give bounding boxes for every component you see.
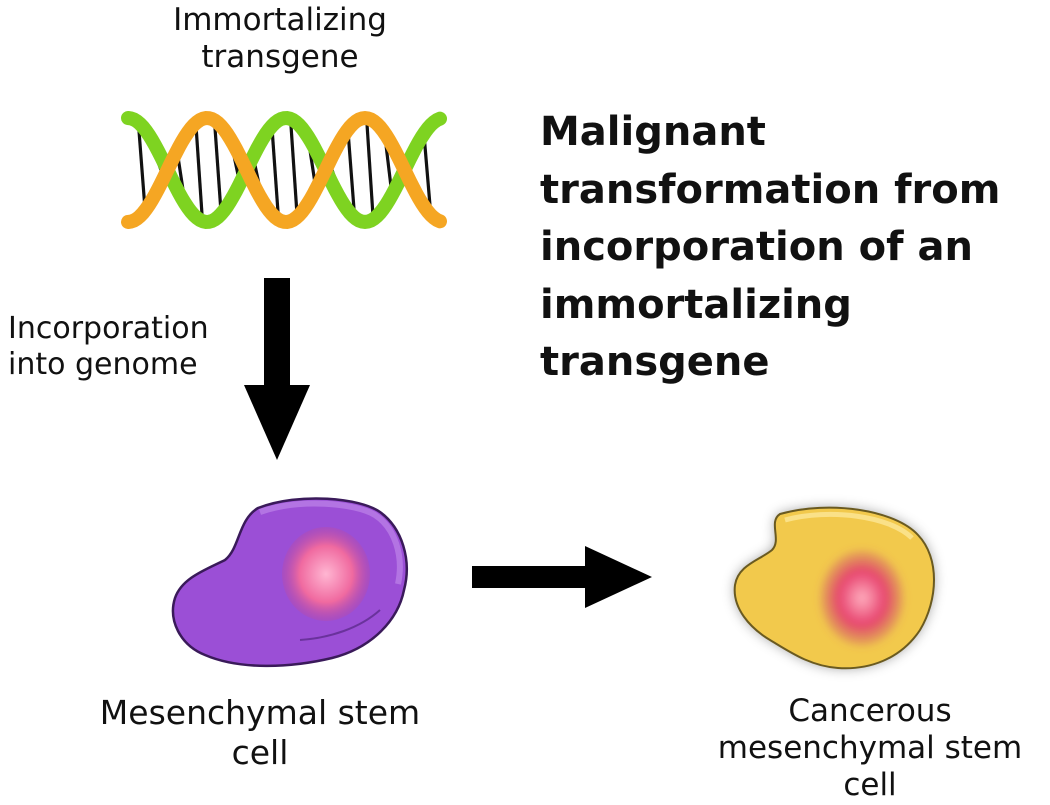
msc-label: Mesenchymal stem cell <box>99 693 421 772</box>
transformation-arrow <box>472 546 652 608</box>
dna-base-pair <box>213 127 223 213</box>
dna-base-pair <box>137 130 147 210</box>
incorporation-label: Incorporation into genome <box>8 311 209 382</box>
dna-base-pair <box>365 123 375 217</box>
msc-nucleus <box>282 527 370 621</box>
dna-helix-icon <box>121 110 447 230</box>
cancer-nucleus <box>820 550 904 646</box>
dna-base-pair <box>346 130 356 210</box>
diagram-canvas <box>121 110 935 670</box>
dna-base-pair <box>422 134 432 206</box>
dna-base-pair <box>194 125 204 215</box>
purple-cell-icon <box>171 497 408 668</box>
dna-base-pair <box>270 127 280 213</box>
transgene-label: Immortalizing transgene <box>173 2 387 76</box>
dna-base-pair <box>289 125 299 215</box>
cancer-label: Cancerous mesenchymal stem cell <box>717 693 1023 804</box>
diagram-title: Malignant transformation from incorporat… <box>540 109 1001 386</box>
yellow-cell-icon <box>733 506 935 670</box>
incorporation-arrow <box>244 278 310 460</box>
